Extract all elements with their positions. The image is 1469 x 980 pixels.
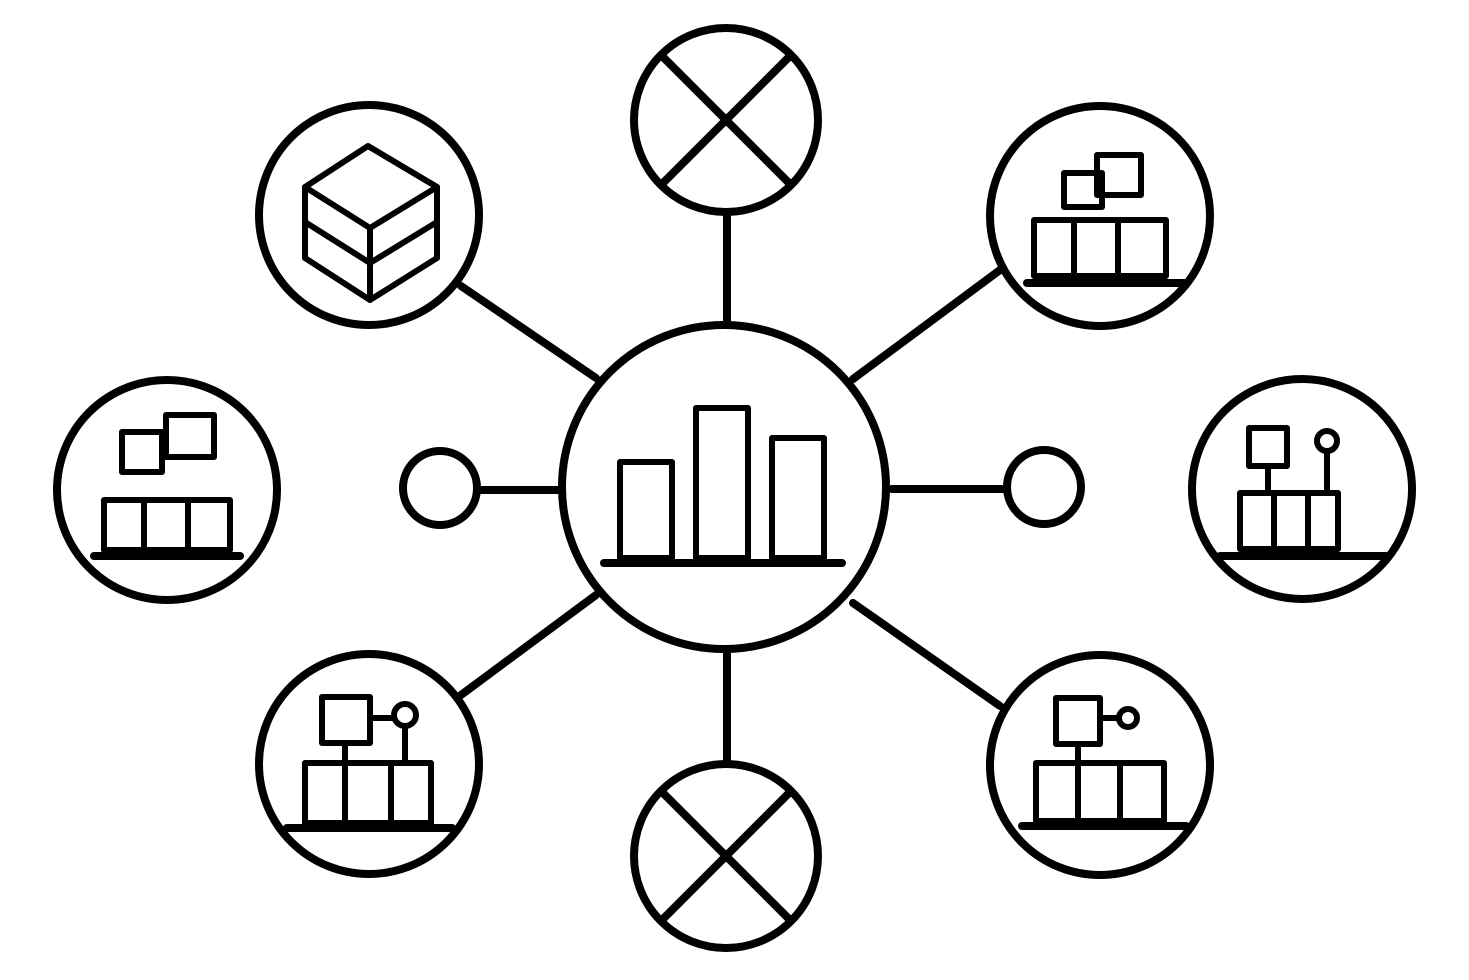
satellite-right xyxy=(1188,375,1416,603)
satellite-top-left xyxy=(255,101,483,329)
blocks-with-node-icon xyxy=(1018,695,1190,830)
hub-node xyxy=(558,321,890,653)
satellite-bottom-left xyxy=(255,650,483,878)
small-node-right xyxy=(1003,446,1085,528)
connector-bottom-left xyxy=(457,591,600,699)
bar-chart-icon xyxy=(600,405,846,567)
connectors xyxy=(457,209,1010,766)
connector-bottom-right xyxy=(849,599,1004,710)
blocks-with-node-icon xyxy=(283,694,456,832)
stacked-blocks-icon xyxy=(90,412,244,560)
satellite-left xyxy=(53,376,281,604)
blocks-with-node-icon xyxy=(1216,425,1390,560)
connector-top-right xyxy=(849,266,1004,383)
connector-top-left xyxy=(457,282,600,382)
x-cross-icon xyxy=(657,787,795,925)
x-cross-icon xyxy=(657,51,795,189)
satellite-top xyxy=(630,24,822,216)
satellite-bottom xyxy=(630,760,822,952)
stacked-blocks-icon xyxy=(1023,152,1190,287)
satellite-bottom-right xyxy=(986,651,1214,879)
satellite-top-right xyxy=(986,102,1214,330)
cube-icon xyxy=(302,143,440,303)
small-node-left xyxy=(399,447,481,529)
